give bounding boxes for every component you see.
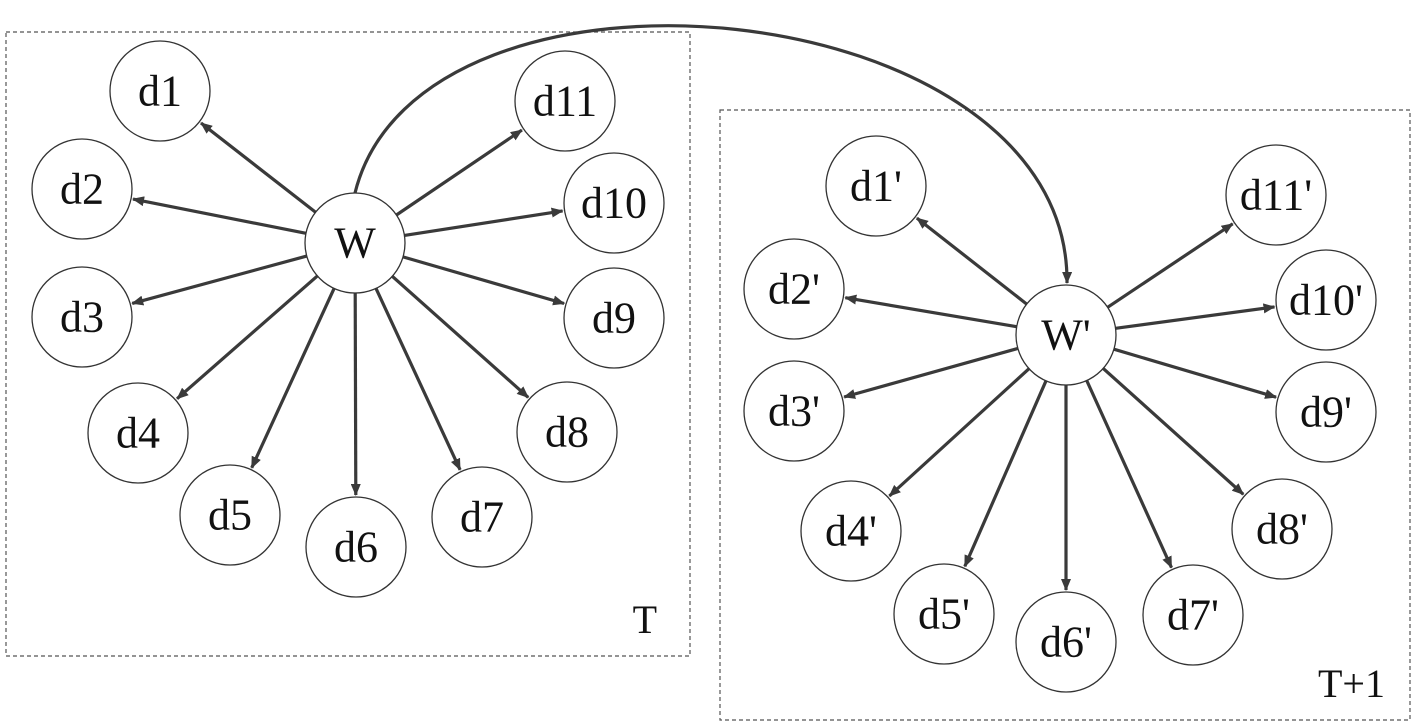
node-d11: d11: [514, 50, 616, 152]
node-d7-prime: d7': [1142, 564, 1244, 666]
node-d2: d2: [31, 138, 133, 240]
svg-text:d3': d3': [768, 387, 820, 436]
edge-w-d7: [374, 287, 462, 471]
edge-w-d6: [350, 292, 361, 496]
edge-w-d8: [391, 275, 530, 399]
edge-w-prime-d11-prime: [1106, 222, 1234, 309]
node-d8-prime: d8': [1231, 478, 1333, 580]
svg-text:d10': d10': [1289, 276, 1363, 325]
svg-text:d7': d7': [1167, 591, 1219, 640]
edge-w-to-w-prime: [353, 24, 1073, 284]
svg-text:W': W': [1041, 311, 1090, 360]
node-d3: d3: [31, 266, 133, 368]
edge-w-d10: [404, 207, 564, 237]
edge-w-d4: [176, 274, 319, 400]
edges-panel-t: [131, 121, 566, 496]
edge-w-d5: [250, 287, 336, 469]
svg-text:d11: d11: [533, 77, 597, 126]
svg-text:d10: d10: [581, 179, 647, 228]
edge-w-prime-d7-prime: [1085, 379, 1173, 569]
edge-w-prime-d10-prime: [1115, 303, 1276, 330]
node-d4: d4: [87, 382, 189, 484]
node-d5: d5: [179, 464, 281, 566]
svg-text:d8: d8: [545, 408, 589, 457]
node-d7: d7: [431, 466, 533, 568]
node-d5-prime: d5': [893, 563, 995, 665]
node-w-prime: W': [1015, 284, 1117, 386]
svg-text:d1: d1: [138, 67, 182, 116]
edge-w-prime-d4-prime: [888, 367, 1031, 498]
node-d6: d6: [305, 496, 407, 598]
frame-label-t: T: [633, 597, 657, 642]
edge-w-d3: [131, 254, 308, 306]
node-d10-prime: d10': [1275, 249, 1377, 351]
edge-w-prime-d8-prime: [1102, 367, 1245, 496]
node-d11-prime: d11': [1225, 144, 1327, 246]
edge-w-prime-d1-prime: [915, 216, 1028, 306]
svg-text:d4': d4': [825, 507, 877, 556]
node-d3-prime: d3': [743, 360, 845, 462]
edge-w-prime-d5-prime: [963, 380, 1048, 568]
edge-w-d2: [132, 196, 307, 235]
frame-label-t-plus-1: T+1: [1318, 661, 1385, 706]
svg-text:d5': d5': [918, 590, 970, 639]
svg-text:d3: d3: [60, 293, 104, 342]
edge-w-d9: [402, 255, 566, 306]
node-d1: d1: [109, 40, 211, 142]
edge-w-d11: [395, 128, 523, 217]
edge-w-prime-d2-prime: [844, 294, 1017, 329]
svg-text:d9: d9: [592, 294, 636, 343]
node-d8: d8: [516, 381, 618, 483]
edge-w-d1: [200, 121, 317, 214]
svg-text:d9': d9': [1300, 388, 1352, 437]
node-d6-prime: d6': [1015, 591, 1117, 693]
edges-panel-t-plus-1: [843, 216, 1278, 591]
node-w: W: [304, 192, 406, 294]
node-d4-prime: d4': [800, 480, 902, 582]
frame-t-plus-1: [719, 109, 1411, 721]
svg-text:W: W: [334, 219, 376, 268]
svg-text:d5: d5: [208, 491, 252, 540]
svg-text:d7: d7: [460, 493, 504, 542]
node-d2-prime: d2': [743, 238, 845, 340]
svg-text:d6: d6: [334, 523, 378, 572]
node-d10: d10: [563, 152, 665, 254]
edge-w-prime-d9-prime: [1113, 347, 1278, 399]
svg-text:d4: d4: [116, 409, 160, 458]
edge-w-prime-d3-prime: [843, 346, 1019, 399]
frame-t: [5, 31, 691, 657]
svg-text:d2: d2: [60, 165, 104, 214]
svg-text:d8': d8': [1256, 505, 1308, 554]
svg-text:d1': d1': [850, 162, 902, 211]
node-d1-prime: d1': [825, 135, 927, 237]
svg-text:d6': d6': [1040, 618, 1092, 667]
node-d9: d9: [563, 267, 665, 369]
svg-text:d11': d11': [1240, 171, 1312, 220]
node-d9-prime: d9': [1275, 361, 1377, 463]
svg-text:d2': d2': [768, 265, 820, 314]
